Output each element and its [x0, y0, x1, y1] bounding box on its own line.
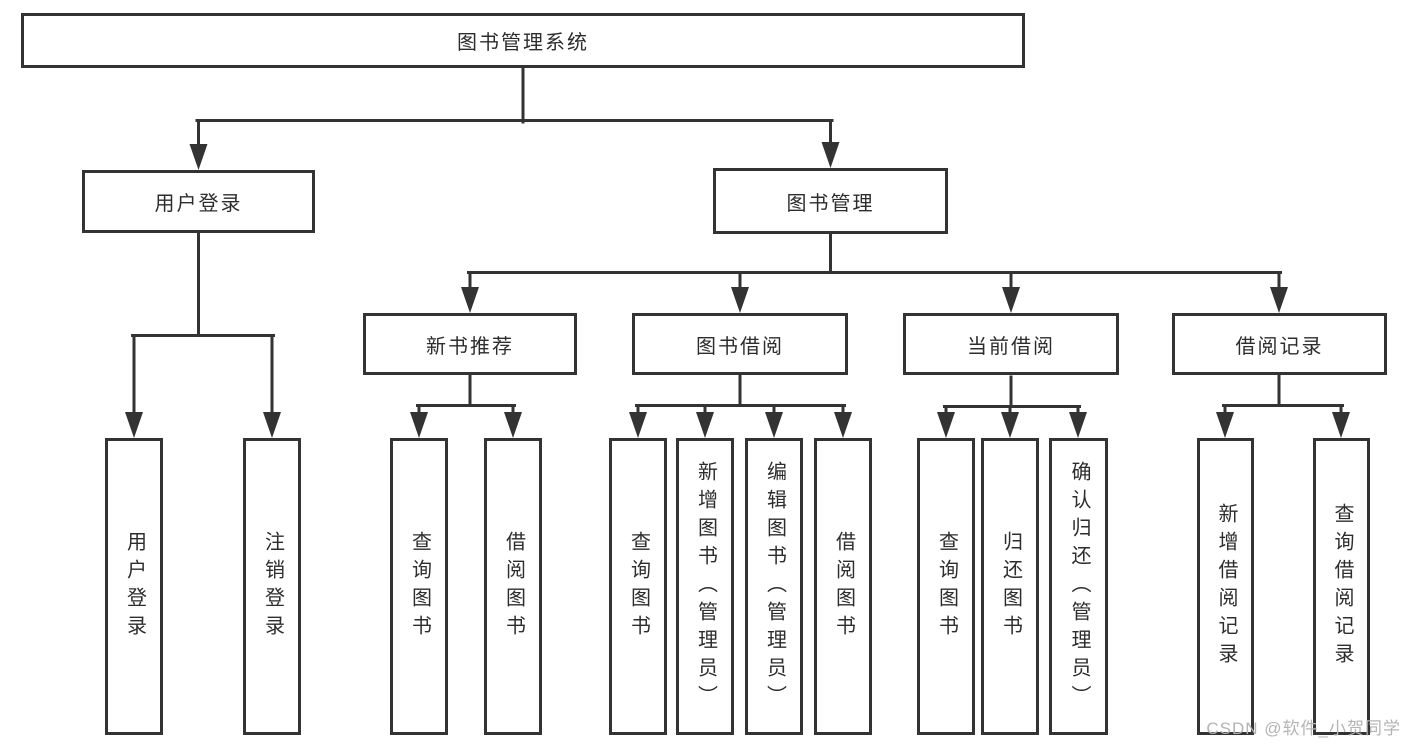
- leaf-borrow-books-borrowing-label: 借阅图书: [832, 530, 855, 643]
- leaf-add-borrowing-record: 新增借阅记录: [1197, 438, 1254, 735]
- leaf-edit-book-admin: 编辑图书（管理员）: [745, 438, 803, 735]
- leaf-add-borrowing-record-label: 新增借阅记录: [1215, 502, 1237, 671]
- leaf-borrow-books-recommend-label: 借阅图书: [502, 530, 525, 643]
- leaf-query-books-borrowing-label: 查询图书: [627, 530, 650, 643]
- leaf-user-login: 用户登录: [105, 438, 163, 735]
- leaf-borrow-books-borrowing: 借阅图书: [814, 438, 872, 735]
- leaf-query-books-recommend: 查询图书: [390, 438, 448, 735]
- leaf-borrow-books-recommend: 借阅图书: [484, 438, 542, 735]
- watermark: CSDN @软件_小贺同学: [1206, 719, 1401, 738]
- node-new-book-recommend: 新书推荐: [363, 313, 577, 375]
- leaf-query-books-current-label: 查询图书: [935, 530, 958, 643]
- node-book-borrowing: 图书借阅: [632, 313, 848, 375]
- node-current-borrowing: 当前借阅: [903, 313, 1119, 375]
- node-borrowing-records: 借阅记录: [1172, 313, 1387, 375]
- leaf-query-borrowing-record-label: 查询借阅记录: [1331, 502, 1353, 671]
- leaf-confirm-return-admin-label: 确认归还（管理员）: [1068, 460, 1090, 713]
- node-user-login: 用户登录: [82, 170, 315, 233]
- node-book-management: 图书管理: [713, 168, 948, 234]
- leaf-confirm-return-admin: 确认归还（管理员）: [1049, 438, 1108, 735]
- leaf-user-login-label: 用户登录: [123, 530, 146, 643]
- leaf-query-books-borrowing: 查询图书: [609, 438, 667, 735]
- leaf-query-books-current: 查询图书: [917, 438, 975, 735]
- leaf-return-books-label: 归还图书: [999, 530, 1022, 643]
- leaf-query-borrowing-record: 查询借阅记录: [1313, 438, 1370, 735]
- leaf-return-books: 归还图书: [981, 438, 1039, 735]
- leaf-edit-book-admin-label: 编辑图书（管理员）: [763, 460, 786, 713]
- leaf-add-book-admin-label: 新增图书（管理员）: [694, 460, 717, 713]
- node-library-system: 图书管理系统: [21, 13, 1025, 68]
- leaf-logout-label: 注销登录: [261, 530, 284, 643]
- leaf-add-book-admin: 新增图书（管理员）: [676, 438, 734, 735]
- leaf-query-books-recommend-label: 查询图书: [408, 530, 431, 643]
- leaf-logout: 注销登录: [243, 438, 301, 735]
